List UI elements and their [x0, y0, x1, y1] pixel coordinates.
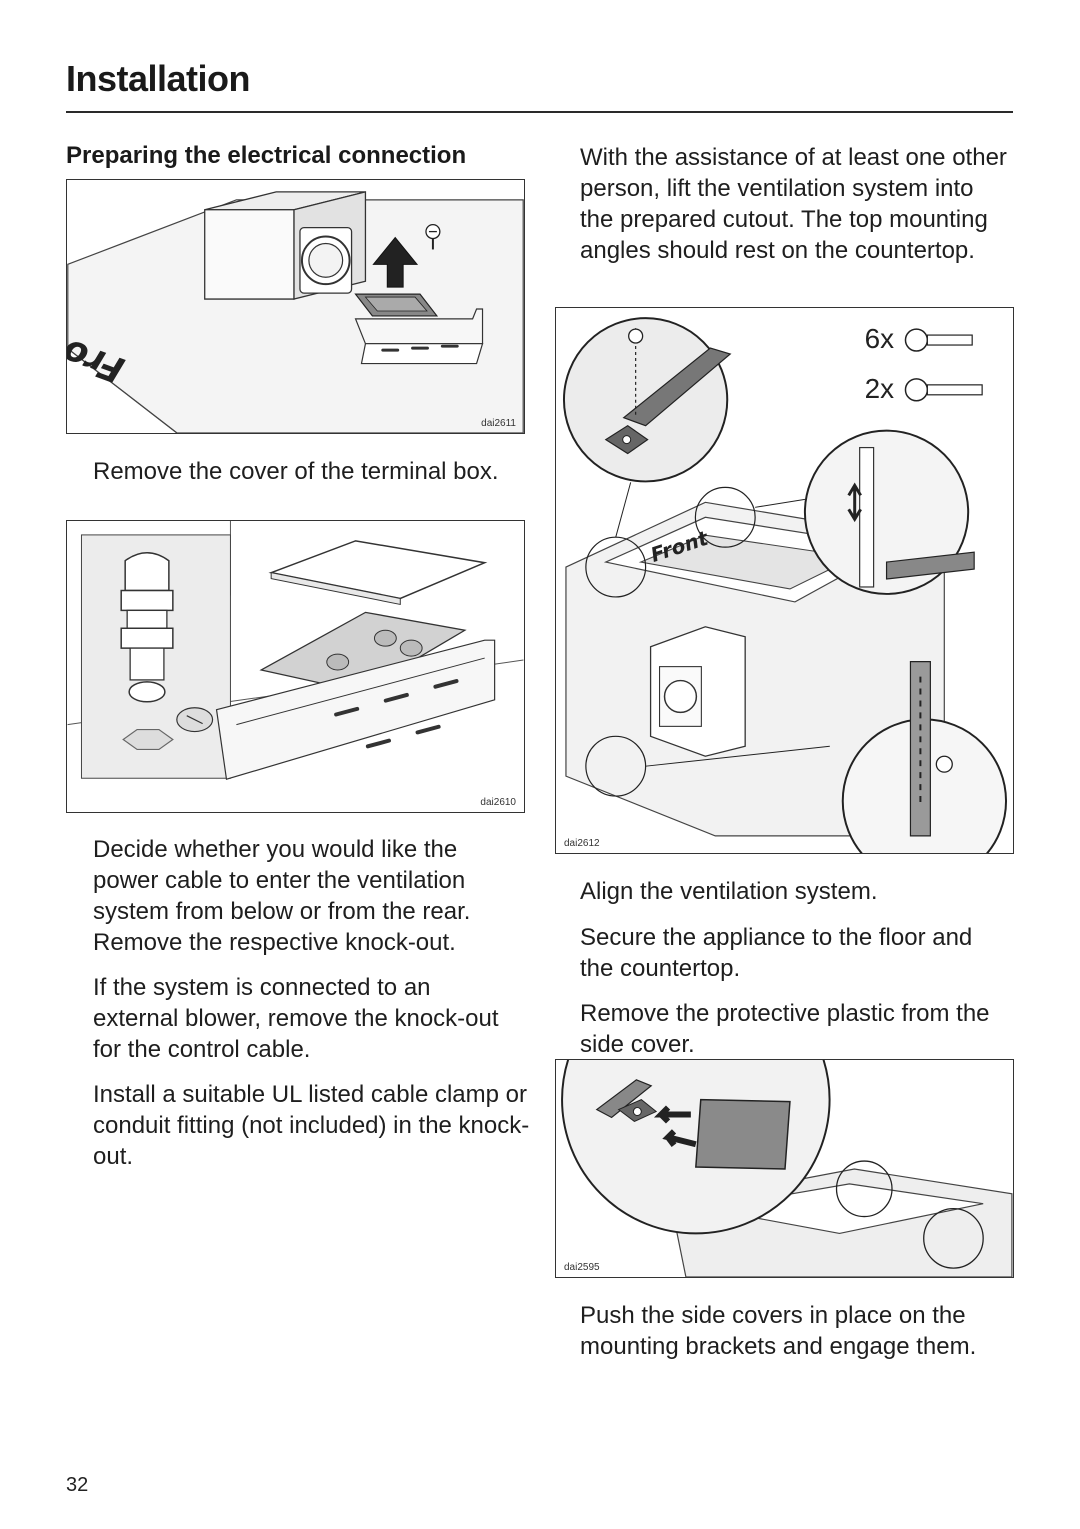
terminal-box-illustration: Front [67, 191, 524, 433]
instruction-align: Align the ventilation system. [580, 878, 878, 905]
figure-id: dai2595 [564, 1262, 600, 1273]
instruction-control-cable: If the system is connected to an externa… [93, 974, 499, 1063]
figure-id: dai2611 [481, 418, 516, 429]
figure-id: dai2612 [564, 838, 600, 849]
figure-mounting: Front 6x 2x dai2612 [555, 307, 1014, 854]
figure-terminal-box-cover: Front dai2611 [66, 179, 525, 434]
instruction-cable-clamp: Install a suitable UL listed cable clamp… [93, 1081, 530, 1170]
page-title: Installation [66, 58, 251, 99]
instruction-remove-plastic: Remove the protective plastic from the s… [580, 1000, 990, 1058]
instruction-secure: Secure the appliance to the floor and th… [580, 924, 973, 982]
mounting-illustration: Front 6x 2x [562, 317, 1008, 853]
instruction-remove-cover: Remove the cover of the terminal box. [93, 458, 499, 485]
section-heading: Preparing the electrical connection [66, 142, 467, 169]
figure-knockout-fitting: dai2610 [66, 520, 525, 813]
instruction-lift-system: With the assistance of at least one othe… [580, 144, 1007, 264]
title-divider [66, 111, 1013, 113]
side-cover-illustration [561, 1060, 1013, 1277]
page-number: 32 [66, 1474, 89, 1496]
quantity-2x: 2x [865, 373, 894, 404]
knockout-illustration [67, 521, 524, 780]
figure-id: dai2610 [480, 797, 516, 808]
instruction-push-covers: Push the side covers in place on the mou… [580, 1302, 977, 1360]
instruction-choose-entry: Decide whether you would like the power … [93, 836, 471, 956]
figure-side-cover: dai2595 [555, 1059, 1014, 1278]
quantity-6x: 6x [865, 323, 894, 354]
